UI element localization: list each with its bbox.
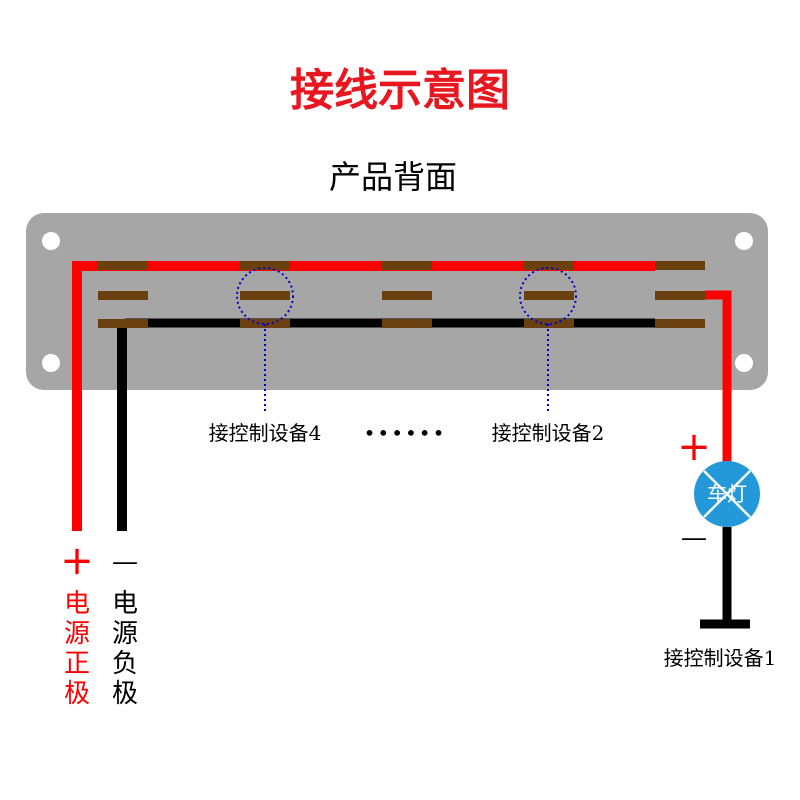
mount-hole-bottom-left: [42, 354, 60, 372]
product-panel: [26, 213, 768, 390]
label-device1: 接控制设备1: [664, 646, 777, 670]
lamp-plus-sign: +: [677, 424, 711, 470]
contact-top-2: [240, 261, 290, 270]
contact-mid-5: [655, 291, 705, 300]
lamp-cross-2: [703, 470, 751, 518]
contact-bottom-5: [655, 319, 705, 328]
power-negative-sign: —: [112, 547, 138, 577]
contact-mid-1: [98, 291, 148, 300]
mount-hole-bottom-right: [735, 354, 753, 372]
diagram-title: 接线示意图: [290, 65, 510, 116]
label-device2: 接控制设备2: [492, 421, 605, 445]
power-negative-char-3: 负: [112, 649, 138, 679]
contact-top-1: [98, 261, 148, 270]
marker-circle-device2: [519, 267, 577, 325]
label-device4: 接控制设备4: [209, 421, 322, 445]
contact-bottom-4: [524, 319, 574, 328]
lamp-positive-wire: [705, 290, 732, 466]
marker-circle-device4: [236, 267, 294, 325]
label-ellipsis: ••••••: [364, 421, 447, 445]
power-positive-char-1: 电: [64, 589, 90, 619]
power-positive-char-2: 源: [64, 619, 90, 649]
contact-bottom-3: [382, 319, 432, 328]
panel-subtitle: 产品背面: [329, 158, 457, 196]
contact-mid-2: [240, 291, 290, 300]
lamp-minus-sign: —: [681, 523, 707, 553]
power-positive-sign: +: [60, 538, 94, 584]
positive-wire: [72, 261, 655, 531]
power-negative-char-4: 极: [112, 679, 138, 709]
contact-bottom-1: [98, 319, 148, 328]
contact-mid-3: [382, 291, 432, 300]
mount-hole-top-right: [735, 232, 753, 250]
contact-top-3: [382, 261, 432, 270]
power-positive-char-4: 极: [64, 679, 90, 709]
power-negative-char-2: 源: [112, 619, 138, 649]
power-positive-char-3: 正: [64, 649, 90, 679]
contact-bottom-2: [240, 319, 290, 328]
mount-hole-top-left: [42, 232, 60, 250]
contact-top-4: [524, 261, 574, 270]
lamp-label: 车灯: [707, 482, 747, 506]
contact-mid-4: [524, 291, 574, 300]
power-negative-char-1: 电: [112, 589, 138, 619]
contact-top-5: [655, 261, 705, 270]
